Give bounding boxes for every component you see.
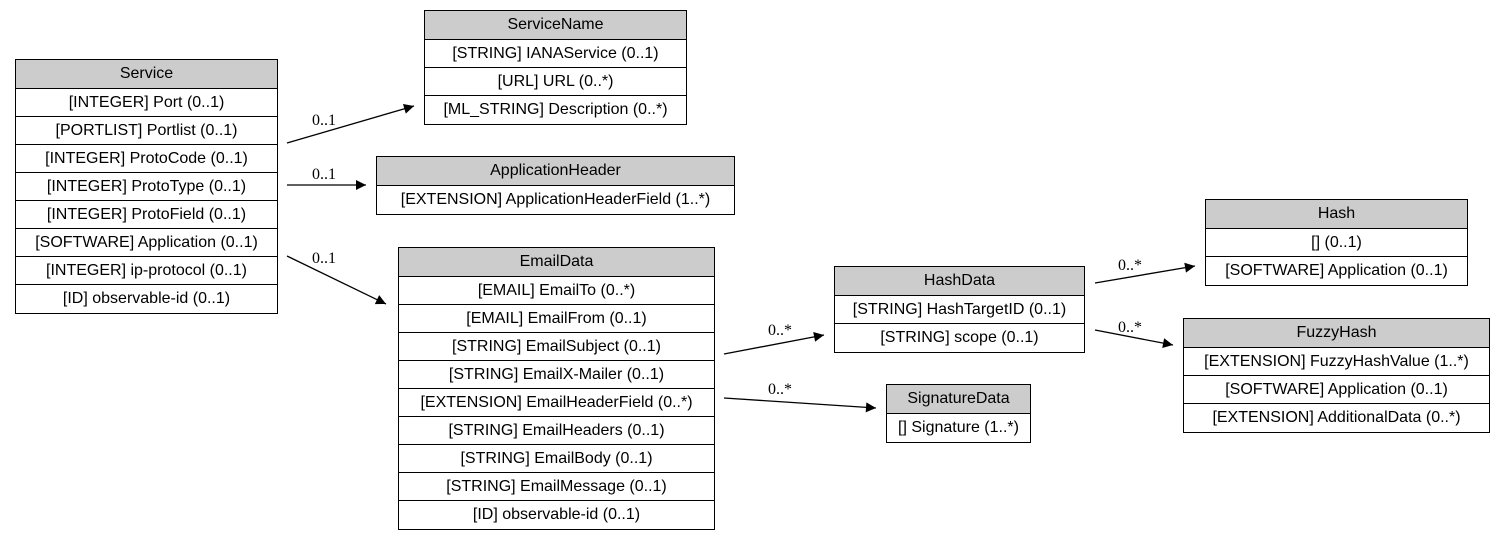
edge-hashdata-hash: 0..* <box>1094 257 1196 284</box>
node-attribute: [SOFTWARE] Application (0..1) <box>16 229 277 257</box>
edge-label: 0..* <box>768 381 792 398</box>
node-hash: Hash [] (0..1) [SOFTWARE] Application (0… <box>1205 199 1468 286</box>
edge-emaildata-hashdata: 0..* <box>723 322 825 355</box>
edge-hashdata-fuzzyhash: 0..* <box>1094 319 1174 349</box>
node-signaturedata: SignatureData [] Signature (1..*) <box>886 384 1031 443</box>
node-title: ApplicationHeader <box>377 157 734 186</box>
node-attribute: [EMAIL] EmailFrom (0..1) <box>399 305 714 333</box>
node-hashdata: HashData [STRING] HashTargetID (0..1) [S… <box>834 266 1085 353</box>
edge-service-emaildata: 0..1 <box>286 250 387 305</box>
node-attribute: [ID] observable-id (0..1) <box>472 506 641 523</box>
node-attribute: [EXTENSION] ApplicationHeaderField (1..*… <box>400 191 711 208</box>
edge-label: 0..* <box>768 322 792 339</box>
node-servicename: ServiceName [STRING] IANAService (0..1) … <box>424 10 687 125</box>
node-attribute: [EXTENSION] AdditionalData (0..*) <box>1212 409 1461 426</box>
edge-label: 0..1 <box>312 166 336 183</box>
node-attribute: [STRING] IANAService (0..1) <box>425 40 686 68</box>
node-attribute: [EMAIL] EmailTo (0..*) <box>399 277 714 305</box>
node-attribute: [INTEGER] ip-protocol (0..1) <box>16 257 277 285</box>
node-attribute: [ID] observable-id (0..1) <box>62 290 231 307</box>
node-attribute: [EXTENSION] EmailHeaderField (0..*) <box>399 389 714 417</box>
node-attribute: [STRING] EmailSubject (0..1) <box>399 333 714 361</box>
node-title: HashData <box>835 267 1084 296</box>
node-attribute: [SOFTWARE] Application (0..1) <box>1184 376 1489 404</box>
node-attribute: [] (0..1) <box>1206 229 1467 257</box>
node-attribute: [URL] URL (0..*) <box>425 68 686 96</box>
node-attribute: [EXTENSION] FuzzyHashValue (1..*) <box>1184 348 1489 376</box>
node-attribute: [STRING] EmailHeaders (0..1) <box>399 417 714 445</box>
node-attribute: [STRING] EmailMessage (0..1) <box>399 473 714 501</box>
edge-line <box>286 103 415 144</box>
node-attribute: [SOFTWARE] Application (0..1) <box>1225 262 1448 279</box>
edge-label: 0..* <box>1118 257 1142 274</box>
edge-service-applicationheader: 0..1 <box>287 166 366 190</box>
node-title: SignatureData <box>887 385 1030 414</box>
node-emaildata: EmailData [EMAIL] EmailTo (0..*) [EMAIL]… <box>398 247 715 530</box>
edge-line <box>1094 329 1174 349</box>
node-attribute: [] Signature (1..*) <box>898 419 1019 436</box>
edge-label: 0..1 <box>312 112 336 129</box>
node-service: Service [INTEGER] Port (0..1) [PORTLIST]… <box>15 59 278 314</box>
node-title: ServiceName <box>425 11 686 40</box>
node-title: Hash <box>1206 200 1467 229</box>
edge-line <box>1094 262 1196 284</box>
edge-emaildata-signaturedata: 0..* <box>723 381 877 413</box>
node-attribute: [PORTLIST] Portlist (0..1) <box>16 117 277 145</box>
node-attribute: [INTEGER] Port (0..1) <box>16 89 277 117</box>
node-attribute: [STRING] EmailX-Mailer (0..1) <box>399 361 714 389</box>
edge-line <box>286 255 387 305</box>
node-attribute: [INTEGER] ProtoField (0..1) <box>16 201 277 229</box>
edge-label: 0..1 <box>312 250 336 267</box>
node-attribute: [INTEGER] ProtoCode (0..1) <box>16 145 277 173</box>
edge-line <box>723 331 825 355</box>
node-title: FuzzyHash <box>1184 319 1489 348</box>
node-attribute: [STRING] HashTargetID (0..1) <box>835 296 1084 324</box>
node-title: EmailData <box>399 248 714 277</box>
node-attribute: [STRING] EmailBody (0..1) <box>399 445 714 473</box>
node-attribute: [ML_STRING] Description (0..*) <box>443 101 668 118</box>
node-fuzzyhash: FuzzyHash [EXTENSION] FuzzyHashValue (1.… <box>1183 318 1490 433</box>
node-title: Service <box>16 60 277 89</box>
edge-service-servicename: 0..1 <box>286 103 415 144</box>
node-attribute: [INTEGER] ProtoType (0..1) <box>16 173 277 201</box>
node-attribute: [STRING] scope (0..1) <box>880 329 1039 346</box>
node-applicationheader: ApplicationHeader [EXTENSION] Applicatio… <box>376 156 735 215</box>
edge-line <box>723 397 877 413</box>
edge-label: 0..* <box>1118 319 1142 336</box>
